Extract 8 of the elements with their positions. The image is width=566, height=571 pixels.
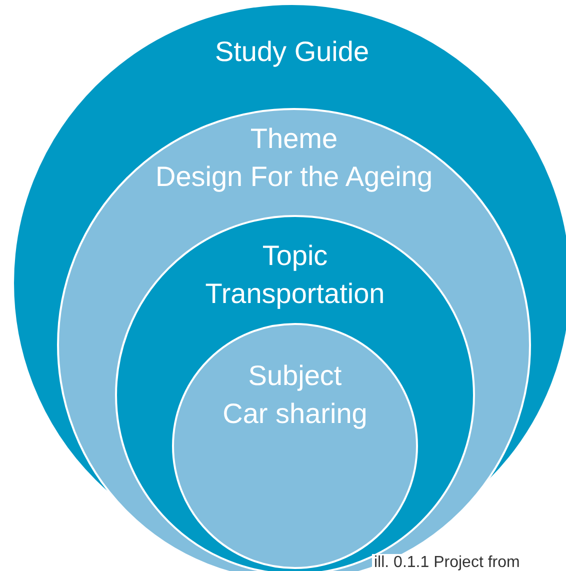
circle-subtitle: Transportation — [205, 277, 385, 311]
circle-heading: Subject — [248, 359, 342, 393]
circle-heading: Topic — [262, 239, 328, 273]
circle-subtitle: Design For the Ageing — [155, 160, 433, 194]
circle-subtitle: Car sharing — [222, 397, 368, 431]
figure-caption: ill. 0.1.1 Project from — [372, 554, 522, 571]
circle-heading: Theme — [250, 122, 338, 156]
circle-heading: Study Guide — [214, 35, 370, 69]
